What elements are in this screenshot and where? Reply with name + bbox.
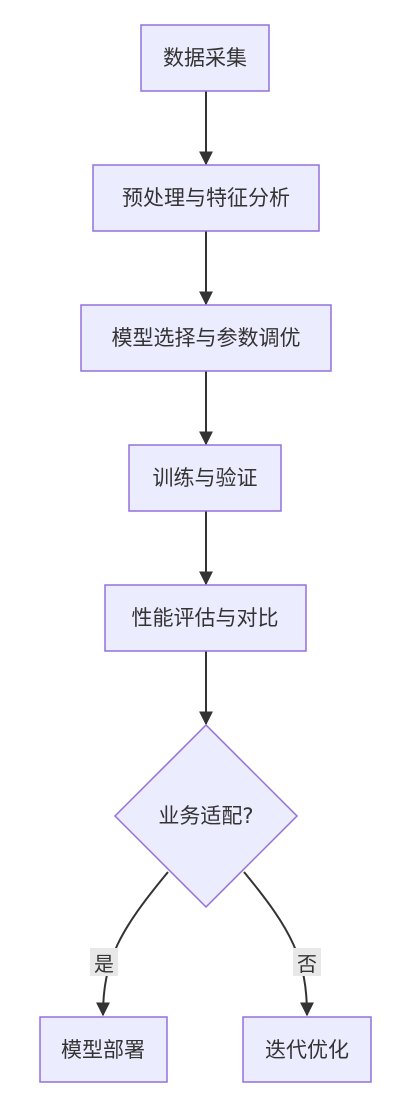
edge-decision-to-deploy — [96, 871, 169, 1017]
node-business-fit-decision: 业务适配? — [113, 723, 299, 909]
svg-text:否: 否 — [297, 952, 317, 976]
svg-text:性能评估与对比: 性能评估与对比 — [132, 606, 279, 630]
svg-text:模型选择与参数调优: 模型选择与参数调优 — [112, 326, 301, 350]
svg-text:预处理与特征分析: 预处理与特征分析 — [122, 186, 290, 210]
svg-text:模型部署: 模型部署 — [61, 1038, 145, 1062]
node-performance-evaluation: 性能评估与对比 — [104, 584, 307, 652]
svg-text:数据采集: 数据采集 — [163, 46, 247, 70]
node-training-validation: 训练与验证 — [128, 444, 282, 512]
edge-decision-to-iterate — [243, 871, 314, 1017]
node-model-deployment: 模型部署 — [39, 1016, 168, 1083]
node-model-selection: 模型选择与参数调优 — [80, 304, 332, 372]
svg-text:业务适配?: 业务适配? — [158, 804, 253, 828]
node-preprocessing: 预处理与特征分析 — [92, 164, 320, 232]
edge-label-yes: 是 — [90, 948, 118, 976]
edge-label-no: 否 — [293, 948, 321, 976]
svg-text:训练与验证: 训练与验证 — [153, 466, 258, 490]
svg-text:是: 是 — [94, 952, 114, 976]
node-iterative-optimization: 迭代优化 — [242, 1016, 372, 1083]
svg-text:迭代优化: 迭代优化 — [265, 1038, 349, 1062]
node-data-collection: 数据采集 — [140, 24, 270, 92]
